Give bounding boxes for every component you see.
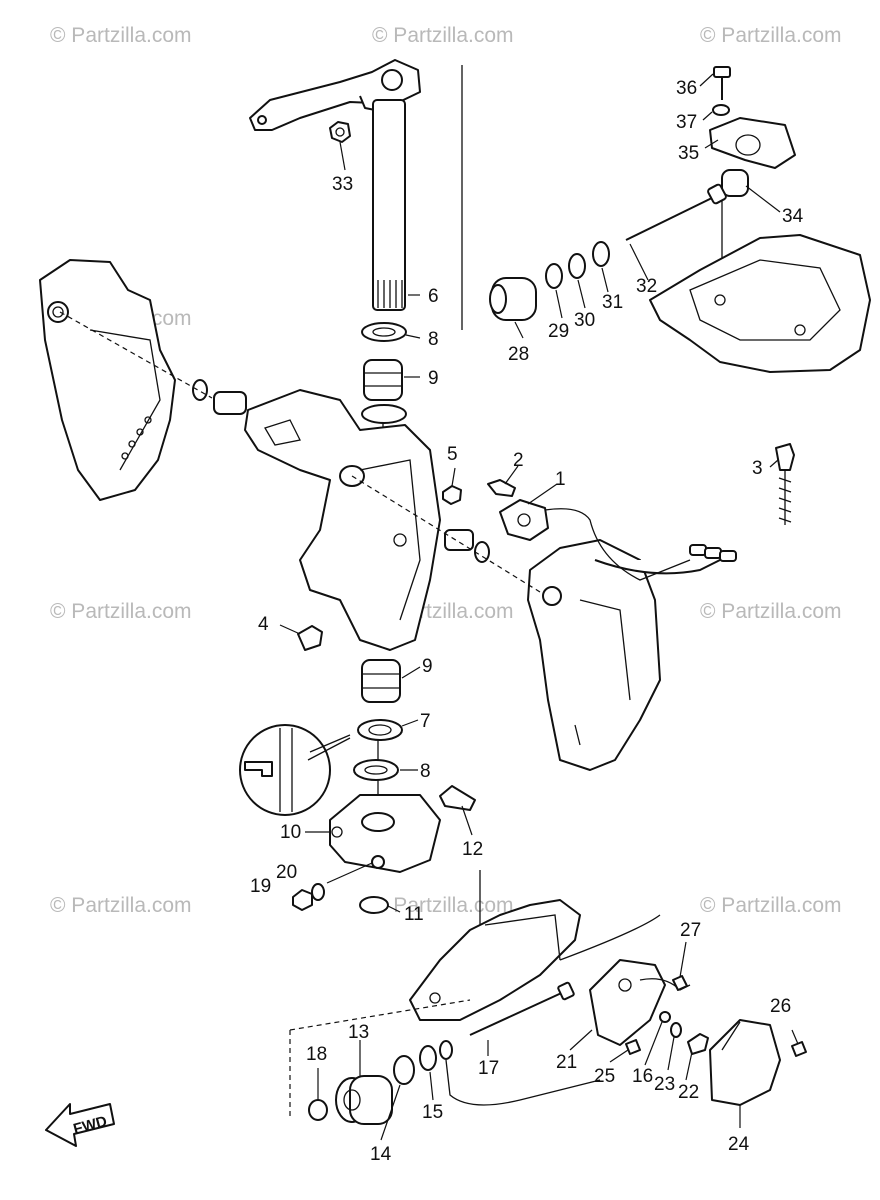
steering-shaft [372,99,406,311]
collar [444,529,490,563]
callout-1: 1 [555,469,566,490]
upper-mount-bolt-36 [713,66,731,100]
rubber-mount-28 [489,277,537,321]
callout-21: 21 [556,1052,577,1073]
ground-wire [445,1059,601,1106]
watermark: © Partzilla.com [50,600,192,623]
ring [361,404,407,424]
bushing-9-lower [361,659,401,703]
callout-2: 2 [513,450,524,471]
callout-34: 34 [782,206,804,227]
callout-6: 6 [428,286,439,307]
callout-16: 16 [632,1066,653,1087]
plate-12 [439,785,476,811]
washer-30 [568,253,586,279]
nut-16 [439,1040,453,1060]
seal-detail-inset [239,724,351,816]
callout-20: 20 [276,862,297,883]
callout-24: 24 [728,1134,750,1155]
callout-23: 23 [654,1074,675,1095]
callout-31: 31 [602,292,623,313]
callout-3: 3 [752,458,763,479]
washer-29 [545,263,563,289]
callout-18: 18 [306,1044,327,1065]
seal-7 [357,719,403,741]
bolt-3 [775,443,795,525]
forward-direction-arrow: FWD [45,1103,115,1147]
bushing-9-upper [363,359,403,401]
callout-36: 36 [676,78,697,99]
callout-12: 12 [462,839,483,860]
bolt-17 [469,981,575,1036]
trim-sensor-1 [499,499,737,581]
nut-33 [329,121,351,143]
bolt-2 [487,479,516,497]
lower-casing [409,870,661,1021]
lower-mount-housing-10 [329,794,441,873]
callout-35: 35 [678,143,699,164]
callout-29: 29 [548,321,569,342]
washer-37 [712,104,730,116]
washer-20 [311,883,325,901]
callout-9-upper: 9 [428,368,439,389]
cover-24 [709,1019,781,1106]
through-bolt-32 [625,183,727,241]
callout-13: 13 [348,1022,369,1043]
callout-17: 17 [478,1058,499,1079]
callout-15: 15 [422,1102,443,1123]
callout-4: 4 [258,614,269,635]
watermark: © Partzilla.com [700,894,842,917]
callout-14: 14 [370,1144,392,1165]
screw-26 [791,1041,807,1057]
washer-15 [419,1045,437,1071]
callout-9-lower: 9 [422,656,433,677]
washer-23 [670,1022,682,1038]
washer-18 [308,1099,328,1121]
callout-33: 33 [332,174,353,195]
washer-8-lower [353,759,399,781]
callout-19: 19 [250,876,271,897]
mount-cap-35 [709,117,796,169]
callout-26: 26 [770,996,791,1017]
washer-14 [393,1055,415,1085]
callout-11: 11 [404,904,424,925]
washer-31 [592,241,610,267]
callout-30: 30 [574,310,595,331]
callout-7: 7 [420,711,431,732]
watermark: © Partzilla.com [372,24,514,47]
circlip-11 [359,896,389,914]
callout-25: 25 [594,1066,615,1087]
callout-22: 22 [678,1082,699,1103]
callout-27: 27 [680,920,701,941]
callout-labels: 1 2 3 4 5 6 7 8 8 9 9 10 11 12 13 14 15 … [250,78,804,1165]
bolt-4 [297,625,323,651]
swivel-bracket [244,389,441,651]
watermark: © Partzilla.com [700,600,842,623]
rubber-mount-34 [721,169,749,197]
leader-lines [279,73,799,1141]
clamp-bracket-right [527,539,721,771]
grommet-27 [672,975,688,991]
watermark: © Partzilla.com [50,24,192,47]
callout-8-lower: 8 [420,761,431,782]
callout-28: 28 [508,344,529,365]
upper-mount-plate [649,234,871,373]
callout-32: 32 [636,276,657,297]
callout-10: 10 [280,822,301,843]
watermark: © Partzilla.com [50,894,192,917]
bolt-25 [625,1039,641,1055]
nut-19 [292,889,313,911]
callout-37: 37 [676,112,697,133]
nut-5 [442,485,462,505]
clamp-bracket-left [39,259,247,501]
watermark-layer: © Partzilla.com © Partzilla.com © Partzi… [50,24,842,917]
callout-5: 5 [447,444,458,465]
watermark: © Partzilla.com [700,24,842,47]
bolt-22 [687,1033,709,1055]
washer-8-upper [361,322,407,342]
watermark: © Partzilla.com [372,894,514,917]
rubber-mount-13 [335,1075,393,1125]
callout-8-upper: 8 [428,329,439,350]
